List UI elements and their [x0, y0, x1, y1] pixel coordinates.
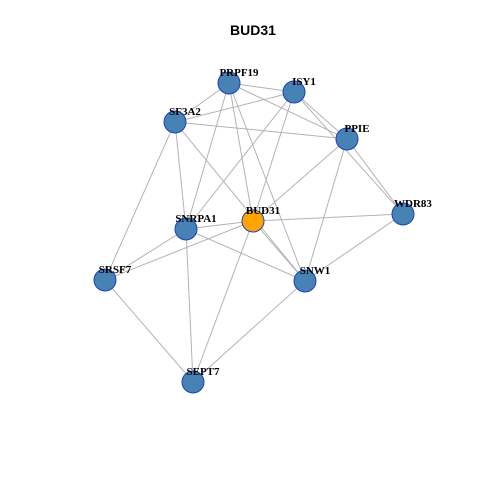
- edge-bud31-srsf7: [104, 220, 254, 281]
- node-circle-prpf19: [217, 71, 241, 95]
- node-label-isy1: ISY1: [292, 76, 316, 88]
- node-bud31: BUD31: [241, 205, 280, 233]
- edge-snw1-sept7: [192, 280, 306, 383]
- edge-wdr83-bud31: [252, 213, 404, 222]
- node-sept7: SEPT7: [181, 366, 220, 394]
- edge-layer: [104, 82, 404, 383]
- node-circle-sf3a2: [163, 110, 187, 134]
- node-label-bud31: BUD31: [246, 205, 280, 217]
- node-circle-snw1: [293, 269, 317, 293]
- node-wdr83: WDR83: [391, 198, 432, 226]
- edge-snrpa1-sept7: [185, 228, 194, 383]
- edge-wdr83-snw1: [304, 213, 404, 282]
- node-label-ppie: PPIE: [344, 123, 369, 135]
- node-circle-srsf7: [93, 268, 117, 292]
- node-label-prpf19: PRPF19: [219, 67, 259, 79]
- node-label-snrpa1: SNRPA1: [175, 213, 216, 225]
- node-circle-snrpa1: [174, 217, 198, 241]
- node-circle-wdr83: [391, 202, 415, 226]
- edge-bud31-snw1: [252, 220, 306, 282]
- edge-bud31-sept7: [192, 220, 254, 383]
- edge-ppie-bud31: [252, 138, 348, 222]
- graph-title: BUD31: [230, 22, 276, 38]
- edge-prpf19-snw1: [228, 82, 306, 282]
- edge-isy1-wdr83: [293, 91, 404, 215]
- node-circle-ppie: [335, 127, 359, 151]
- node-prpf19: PRPF19: [217, 67, 259, 95]
- edge-snrpa1-snw1: [185, 228, 306, 282]
- node-label-sf3a2: SF3A2: [169, 106, 201, 118]
- edge-snrpa1-srsf7: [104, 228, 187, 281]
- node-sf3a2: SF3A2: [163, 106, 201, 134]
- node-ppie: PPIE: [335, 123, 370, 151]
- edge-sf3a2-ppie: [174, 121, 348, 140]
- node-srsf7: SRSF7: [93, 264, 132, 292]
- edge-srsf7-sept7: [104, 279, 194, 383]
- edge-sf3a2-srsf7: [104, 121, 176, 281]
- node-circle-bud31: [241, 209, 265, 233]
- node-label-srsf7: SRSF7: [99, 264, 132, 276]
- edge-ppie-snw1: [304, 138, 348, 282]
- edge-isy1-ppie: [293, 91, 348, 140]
- edge-isy1-snrpa1: [185, 91, 295, 230]
- node-snw1: SNW1: [293, 265, 331, 293]
- edge-isy1-bud31: [252, 91, 295, 222]
- edge-isy1-sf3a2: [174, 91, 295, 123]
- edge-sf3a2-snrpa1: [174, 121, 187, 230]
- node-circle-sept7: [181, 370, 205, 394]
- node-circle-isy1: [282, 80, 306, 104]
- node-label-sept7: SEPT7: [186, 366, 220, 378]
- node-label-snw1: SNW1: [300, 265, 331, 277]
- node-label-wdr83: WDR83: [394, 198, 432, 210]
- edge-prpf19-snrpa1: [185, 82, 230, 230]
- edge-sf3a2-snw1: [174, 121, 306, 282]
- edge-prpf19-bud31: [228, 82, 254, 222]
- node-isy1: ISY1: [282, 76, 316, 104]
- edge-ppie-wdr83: [346, 138, 404, 215]
- node-snrpa1: SNRPA1: [174, 213, 217, 241]
